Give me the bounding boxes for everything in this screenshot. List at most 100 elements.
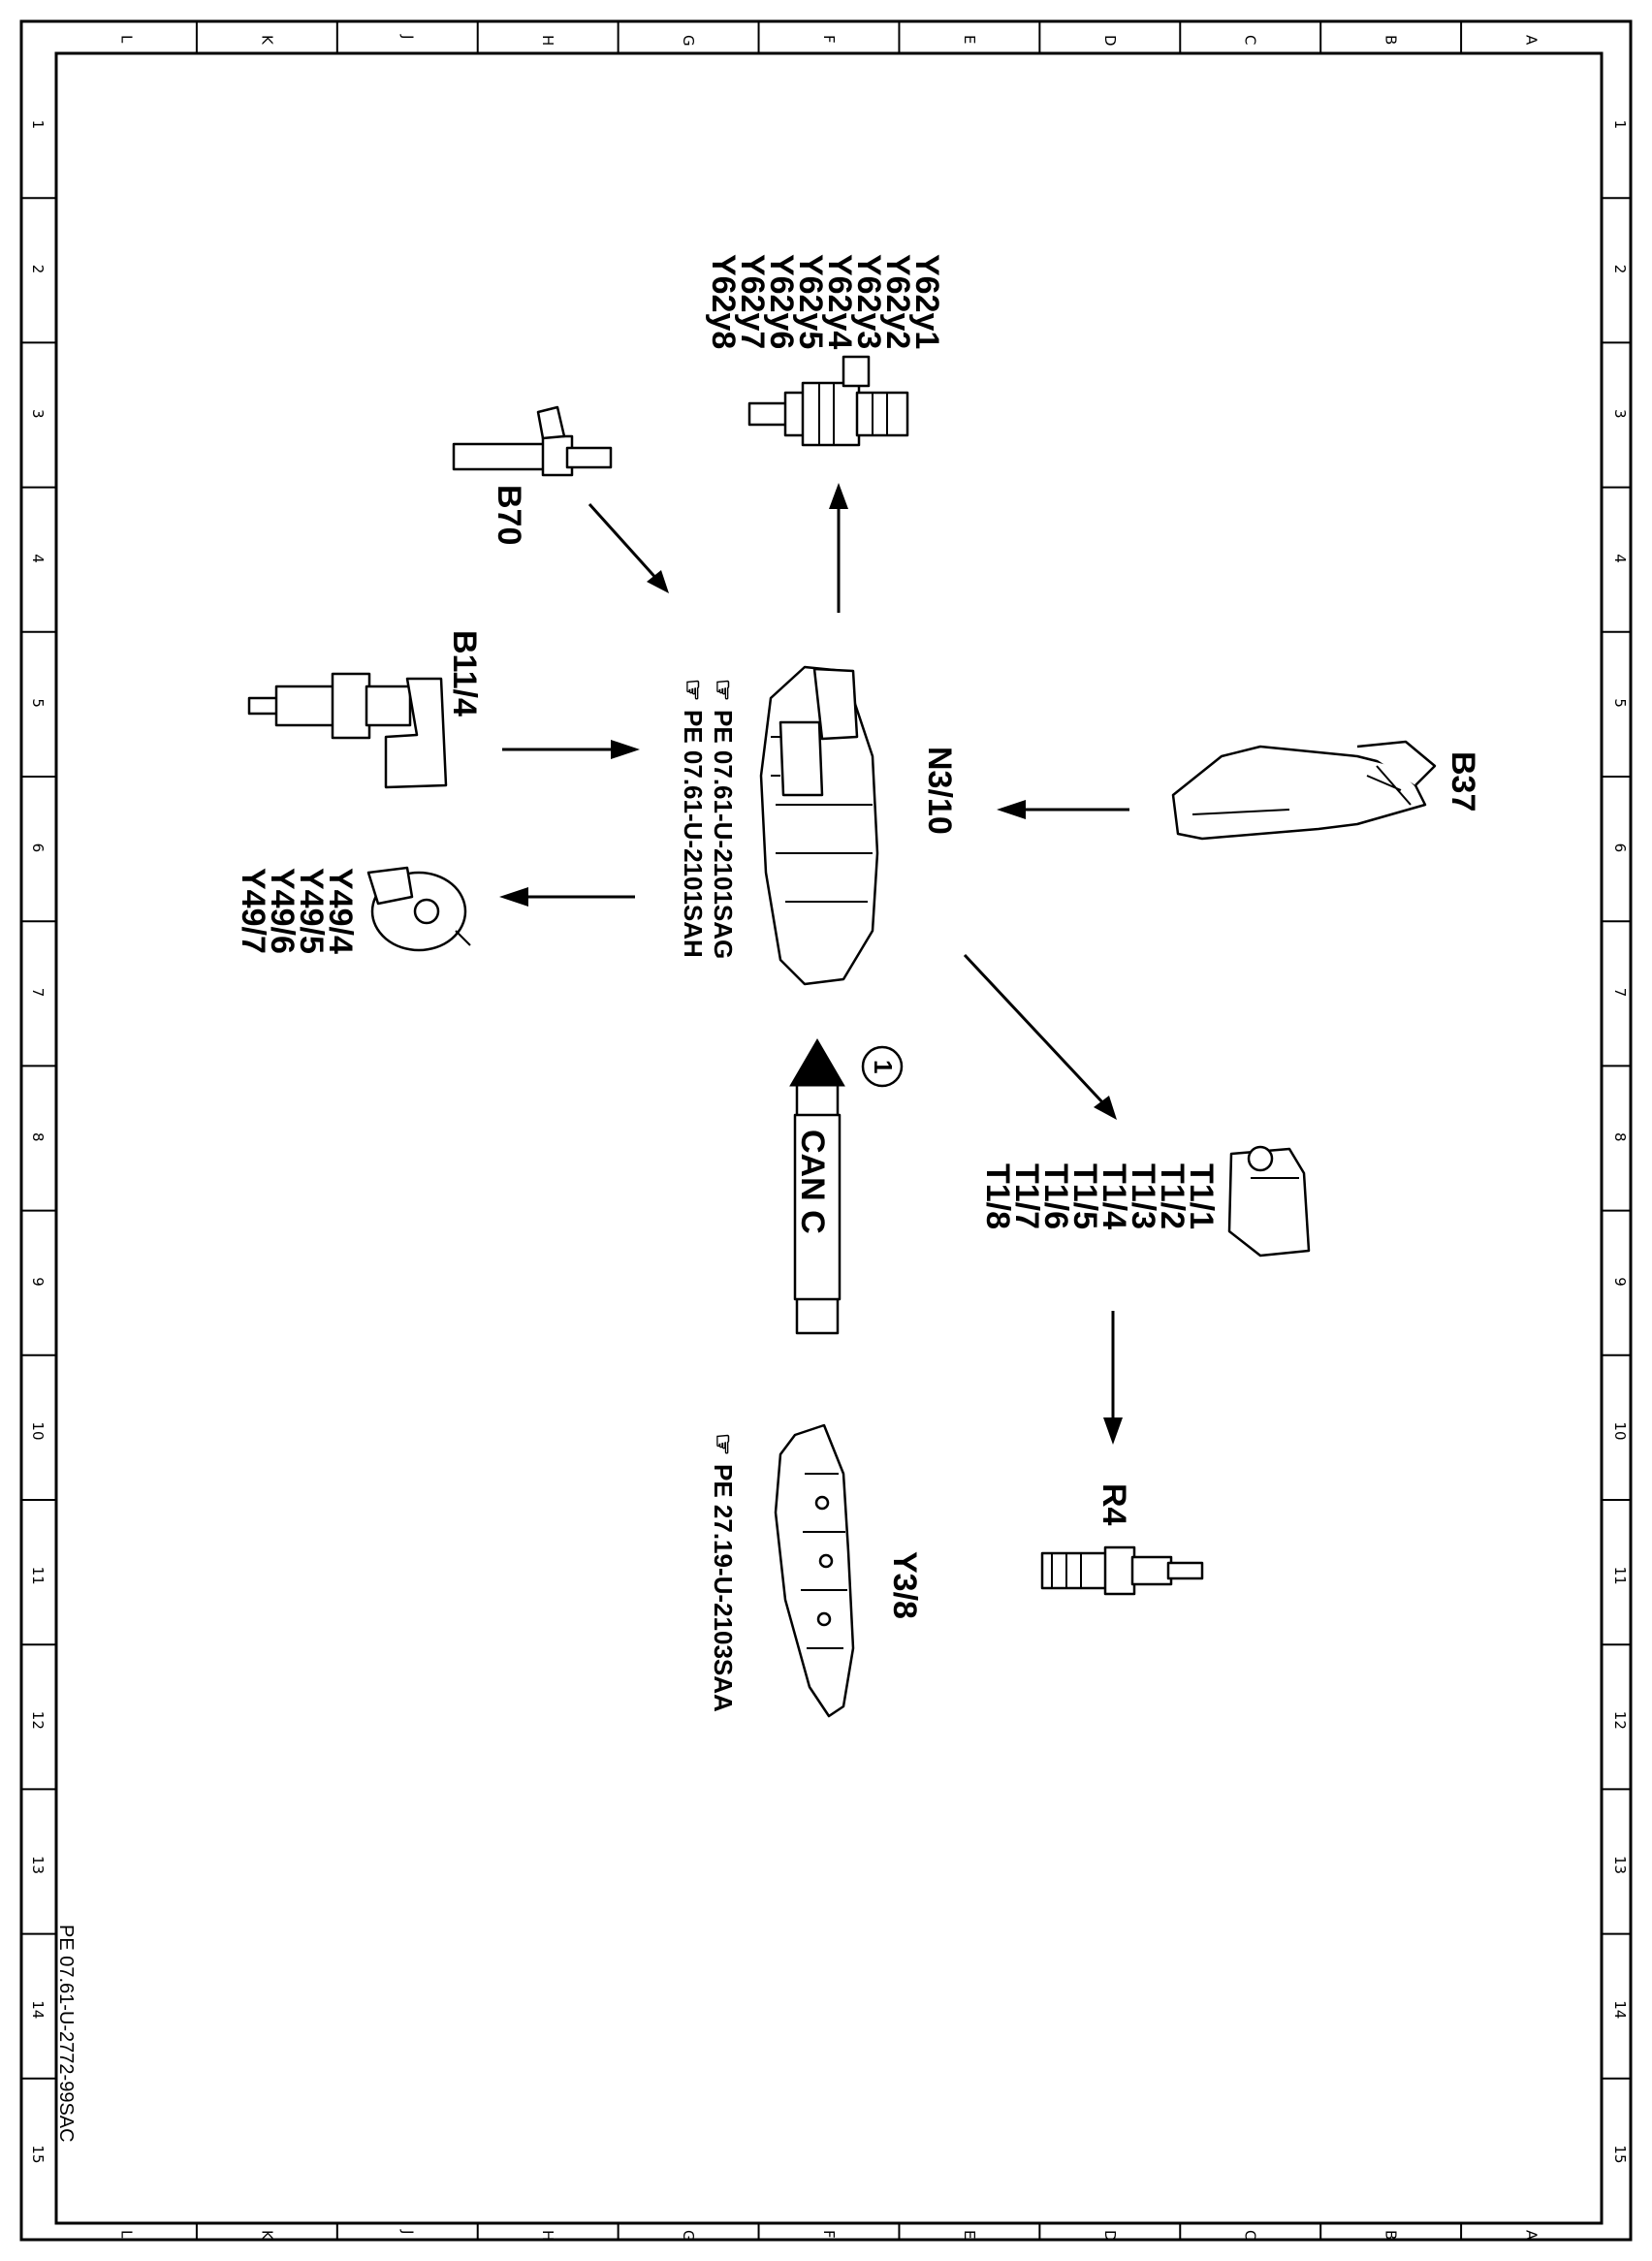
grid-column-label: D: [1101, 35, 1119, 47]
grid-column-label: F: [820, 35, 838, 44]
grid-column-label: K: [258, 2230, 275, 2241]
outer-frame: [19, 19, 1633, 2242]
grid-column-label: A: [1523, 2230, 1541, 2241]
document-id: PE 07.61-U-2772-99SAC: [55, 1925, 77, 2143]
injector-label: Y62y6: [763, 254, 800, 349]
r4-label: R4: [1096, 1483, 1132, 1526]
grid-row-label: 10: [1611, 1421, 1629, 1440]
ecu-n3-10-drawing: [759, 665, 879, 986]
grid-column-label: C: [1242, 35, 1259, 45]
grid-row-label: 6: [29, 844, 47, 853]
grid-row-label: 10: [29, 1421, 47, 1440]
grid-column-label: J: [398, 2229, 416, 2234]
can-bus-label: CAN C: [794, 1130, 831, 1234]
inner-frame: [54, 51, 1604, 2225]
grid-row-label: 8: [1611, 1132, 1629, 1142]
book-icon: ☞: [679, 679, 708, 701]
coil-label: T1/4: [1096, 1163, 1132, 1229]
grid-row-label: 1: [29, 120, 47, 130]
book-icon: ☞: [709, 1433, 738, 1455]
spark-plug-r4-drawing: [1040, 1545, 1204, 1596]
grid-row-label: 5: [29, 698, 47, 708]
grid-row-label: 14: [29, 2000, 47, 2019]
y49-label: Y49/5: [293, 868, 330, 954]
coil-label: T1/3: [1125, 1163, 1161, 1229]
injector-label: Y62y8: [705, 254, 742, 349]
grid-row-label: 1: [1611, 120, 1629, 130]
book-icon: ☞: [709, 679, 738, 701]
grid-row-label: 7: [1611, 988, 1629, 998]
grid-column-label: H: [539, 2230, 556, 2241]
camshaft-adjuster-y49-drawing: [366, 866, 471, 952]
grid-column-label: K: [258, 35, 275, 46]
grid-column-label: E: [961, 35, 978, 44]
b37-label: B37: [1445, 751, 1481, 812]
b11-4-label: B11/4: [446, 630, 483, 717]
y49-label: Y49/7: [235, 868, 271, 954]
injector-label: Y62y3: [850, 254, 887, 349]
grid-row-label: 13: [1611, 1856, 1629, 1874]
grid-column-label: L: [117, 2230, 135, 2239]
valve-body-y3-8-drawing: [774, 1423, 855, 1718]
grid-row-label: 2: [1611, 265, 1629, 274]
injector-label: Y62y7: [734, 254, 771, 349]
ecu-label: N3/10: [921, 747, 958, 835]
can-bus-connector: [789, 1038, 845, 1335]
coil-labels: T1/1T1/2T1/3T1/4T1/5T1/6T1/7T1/8: [979, 1163, 1220, 1229]
coil-label: T1/1: [1183, 1163, 1220, 1229]
ecu-ref-2: PE 07.61-U-2101SAH: [679, 710, 708, 958]
grid-row-label: 15: [1611, 2145, 1629, 2163]
callout-circle: [861, 1045, 904, 1088]
injector-label: Y62y2: [879, 254, 916, 349]
grid-column-label: F: [820, 2230, 838, 2239]
grid-row-label: 13: [29, 1856, 47, 1874]
injector-label: Y62y5: [792, 254, 829, 349]
y49-label: Y49/6: [264, 868, 301, 954]
coil-label: T1/7: [1008, 1163, 1045, 1229]
grid-column-label: E: [961, 2230, 978, 2239]
callout-number: 1: [869, 1060, 898, 1073]
injector-label: Y62y4: [821, 254, 858, 349]
grid-row-label: 12: [29, 1711, 47, 1730]
grid-row-label: 7: [29, 988, 47, 998]
accelerator-pedal-b37-drawing: [1171, 740, 1437, 841]
grid-row-label: 3: [29, 409, 47, 419]
grid-column-label: B: [1382, 35, 1400, 45]
ecu-ref-1: PE 07.61-U-2101SAG: [709, 710, 738, 959]
grid-column-label: G: [680, 2230, 697, 2242]
grid-row-label: 2: [29, 265, 47, 274]
grid-row-label: 15: [29, 2145, 47, 2163]
grid-row-label: 3: [1611, 409, 1629, 419]
ignition-coil-t1-drawing: [1227, 1145, 1311, 1258]
grid-column-label: G: [680, 35, 697, 47]
grid-column-label: D: [1101, 2230, 1119, 2242]
grid-column-label: J: [398, 34, 416, 39]
grid-column-label: B: [1382, 2230, 1400, 2240]
grid-row-label: 11: [29, 1567, 47, 1585]
crankshaft-sensor-b70-drawing: [452, 405, 613, 477]
y49-label: Y49/4: [322, 868, 359, 954]
grid-row-label: 8: [29, 1132, 47, 1142]
grid-row-label: 9: [29, 1277, 47, 1287]
y3-8-label: Y3/8: [886, 1551, 923, 1619]
grid-column-label: C: [1242, 2230, 1259, 2240]
grid-column-label: A: [1523, 35, 1541, 46]
grid-column-label: H: [539, 35, 556, 46]
coil-label: T1/8: [979, 1163, 1016, 1229]
grid-row-label: 4: [29, 554, 47, 563]
grid-row-label: 4: [1611, 554, 1629, 563]
grid-row-label: 6: [1611, 844, 1629, 853]
y3-8-ref: PE 27.19-U-2103SAA: [709, 1464, 738, 1712]
injector-label: Y62y1: [908, 254, 945, 349]
grid-row-label: 9: [1611, 1277, 1629, 1287]
coolant-temp-sensor-b11-4-drawing: [247, 672, 448, 789]
b70-label: B70: [491, 485, 527, 545]
fuel-injector-drawing: [747, 355, 909, 447]
signal-arrows: [499, 483, 1129, 1445]
